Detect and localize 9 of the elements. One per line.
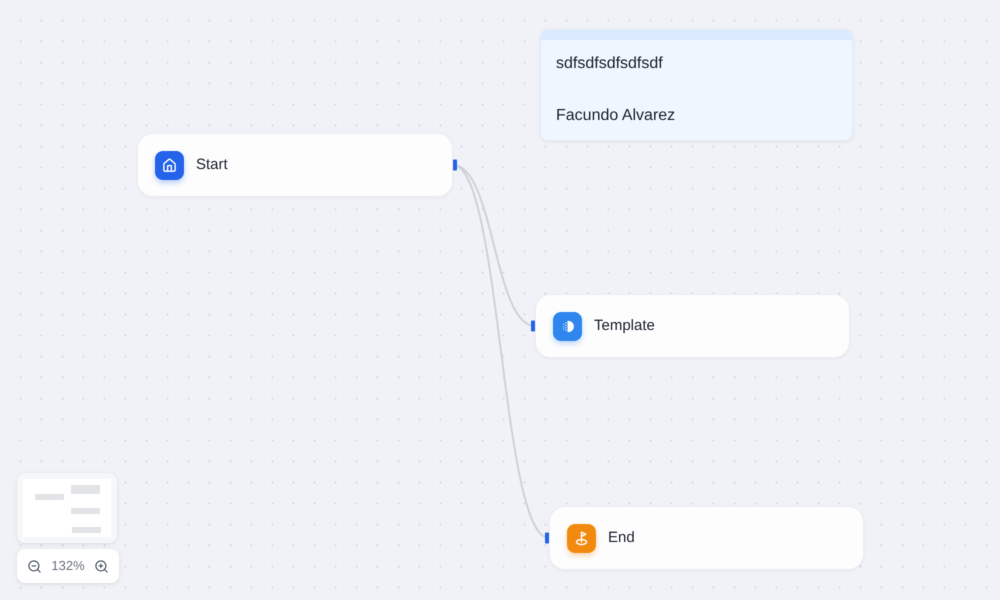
zoom-level: 132% [51, 557, 85, 576]
note-text: Facundo Alvarez [556, 106, 676, 126]
note-text: sdfsdfsdfsdfsdf [556, 54, 663, 74]
node-label: End [608, 528, 635, 548]
step-card [137, 133, 453, 197]
step-card [549, 506, 864, 570]
step-card [535, 294, 850, 358]
node-label: Start [196, 155, 228, 175]
node-label: Template [594, 316, 655, 336]
